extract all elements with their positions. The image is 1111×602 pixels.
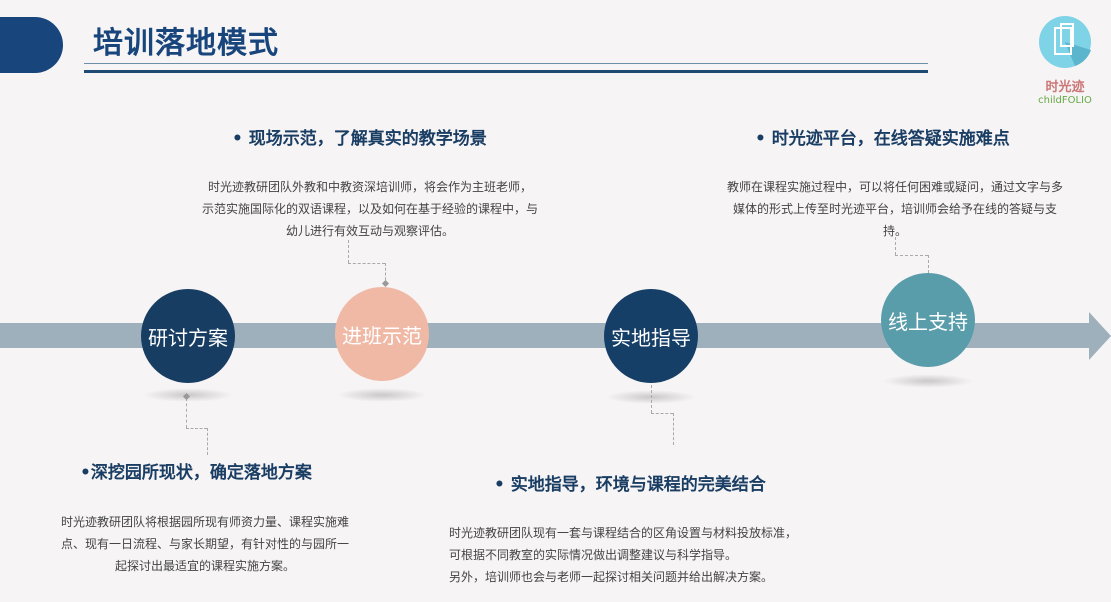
childfolio-logo: 时光迹 childFOLIO xyxy=(1035,12,1095,112)
logo-text-en: childFOLIO xyxy=(1038,95,1092,106)
title-divider-thick xyxy=(84,70,928,73)
logo-book-icon xyxy=(1039,16,1091,68)
circle-shadow xyxy=(883,374,973,388)
block-heading-online: • 时光迹平台，在线答疑实施难点 xyxy=(755,129,1010,149)
step-research-plan[interactable]: 研讨方案 xyxy=(141,289,235,383)
connector-line xyxy=(348,263,385,264)
step-class-demo[interactable]: 进班示范 xyxy=(335,287,429,381)
connector-line xyxy=(186,428,207,429)
title-divider xyxy=(84,63,928,64)
connector-line xyxy=(895,237,896,255)
block-heading-demo: • 现场示范，了解真实的教学场景 xyxy=(232,129,487,149)
connector-line xyxy=(895,255,928,256)
connector-line xyxy=(928,255,929,273)
logo-text-cn: 时光迹 xyxy=(1045,80,1085,95)
connector-line xyxy=(651,385,652,413)
block-body-research: 时光迹教研团队将根据园所现有师资力量、课程实施难点、现有一日流程、与家长期望，有… xyxy=(60,515,349,573)
connector-line xyxy=(385,263,386,285)
connector-line xyxy=(348,240,349,263)
circle-shadow xyxy=(337,388,427,402)
page-title: 培训落地模式 xyxy=(93,26,279,61)
connector-line xyxy=(207,428,208,455)
step-online-support[interactable]: 线上支持 xyxy=(881,273,975,367)
block-body-demo: 时光迹教研团队外教和中教资深培训师，将会作为主班老师，示范实施国际化的双语课程，… xyxy=(201,180,538,238)
title-tab-decoration xyxy=(0,17,63,73)
timeline-arrowhead xyxy=(1089,312,1111,360)
block-heading-research: •深挖园所现状，确定落地方案 xyxy=(80,463,312,483)
block-body-guidance: 时光迹教研团队现有一套与课程结合的区角设置与材料投放标准，可根据不同教室的实际情… xyxy=(449,526,798,584)
block-heading-guidance: • 实地指导，环境与课程的完美结合 xyxy=(494,475,766,495)
connector-line xyxy=(651,413,673,414)
step-onsite-guidance[interactable]: 实地指导 xyxy=(604,289,698,383)
block-body-online: 教师在课程实施过程中，可以将任何困难或疑问，通过文字与多媒体的形式上传至时光迹平… xyxy=(726,180,1063,238)
connector-line xyxy=(186,398,187,428)
connector-line xyxy=(673,413,674,445)
connector-dot xyxy=(381,279,390,288)
